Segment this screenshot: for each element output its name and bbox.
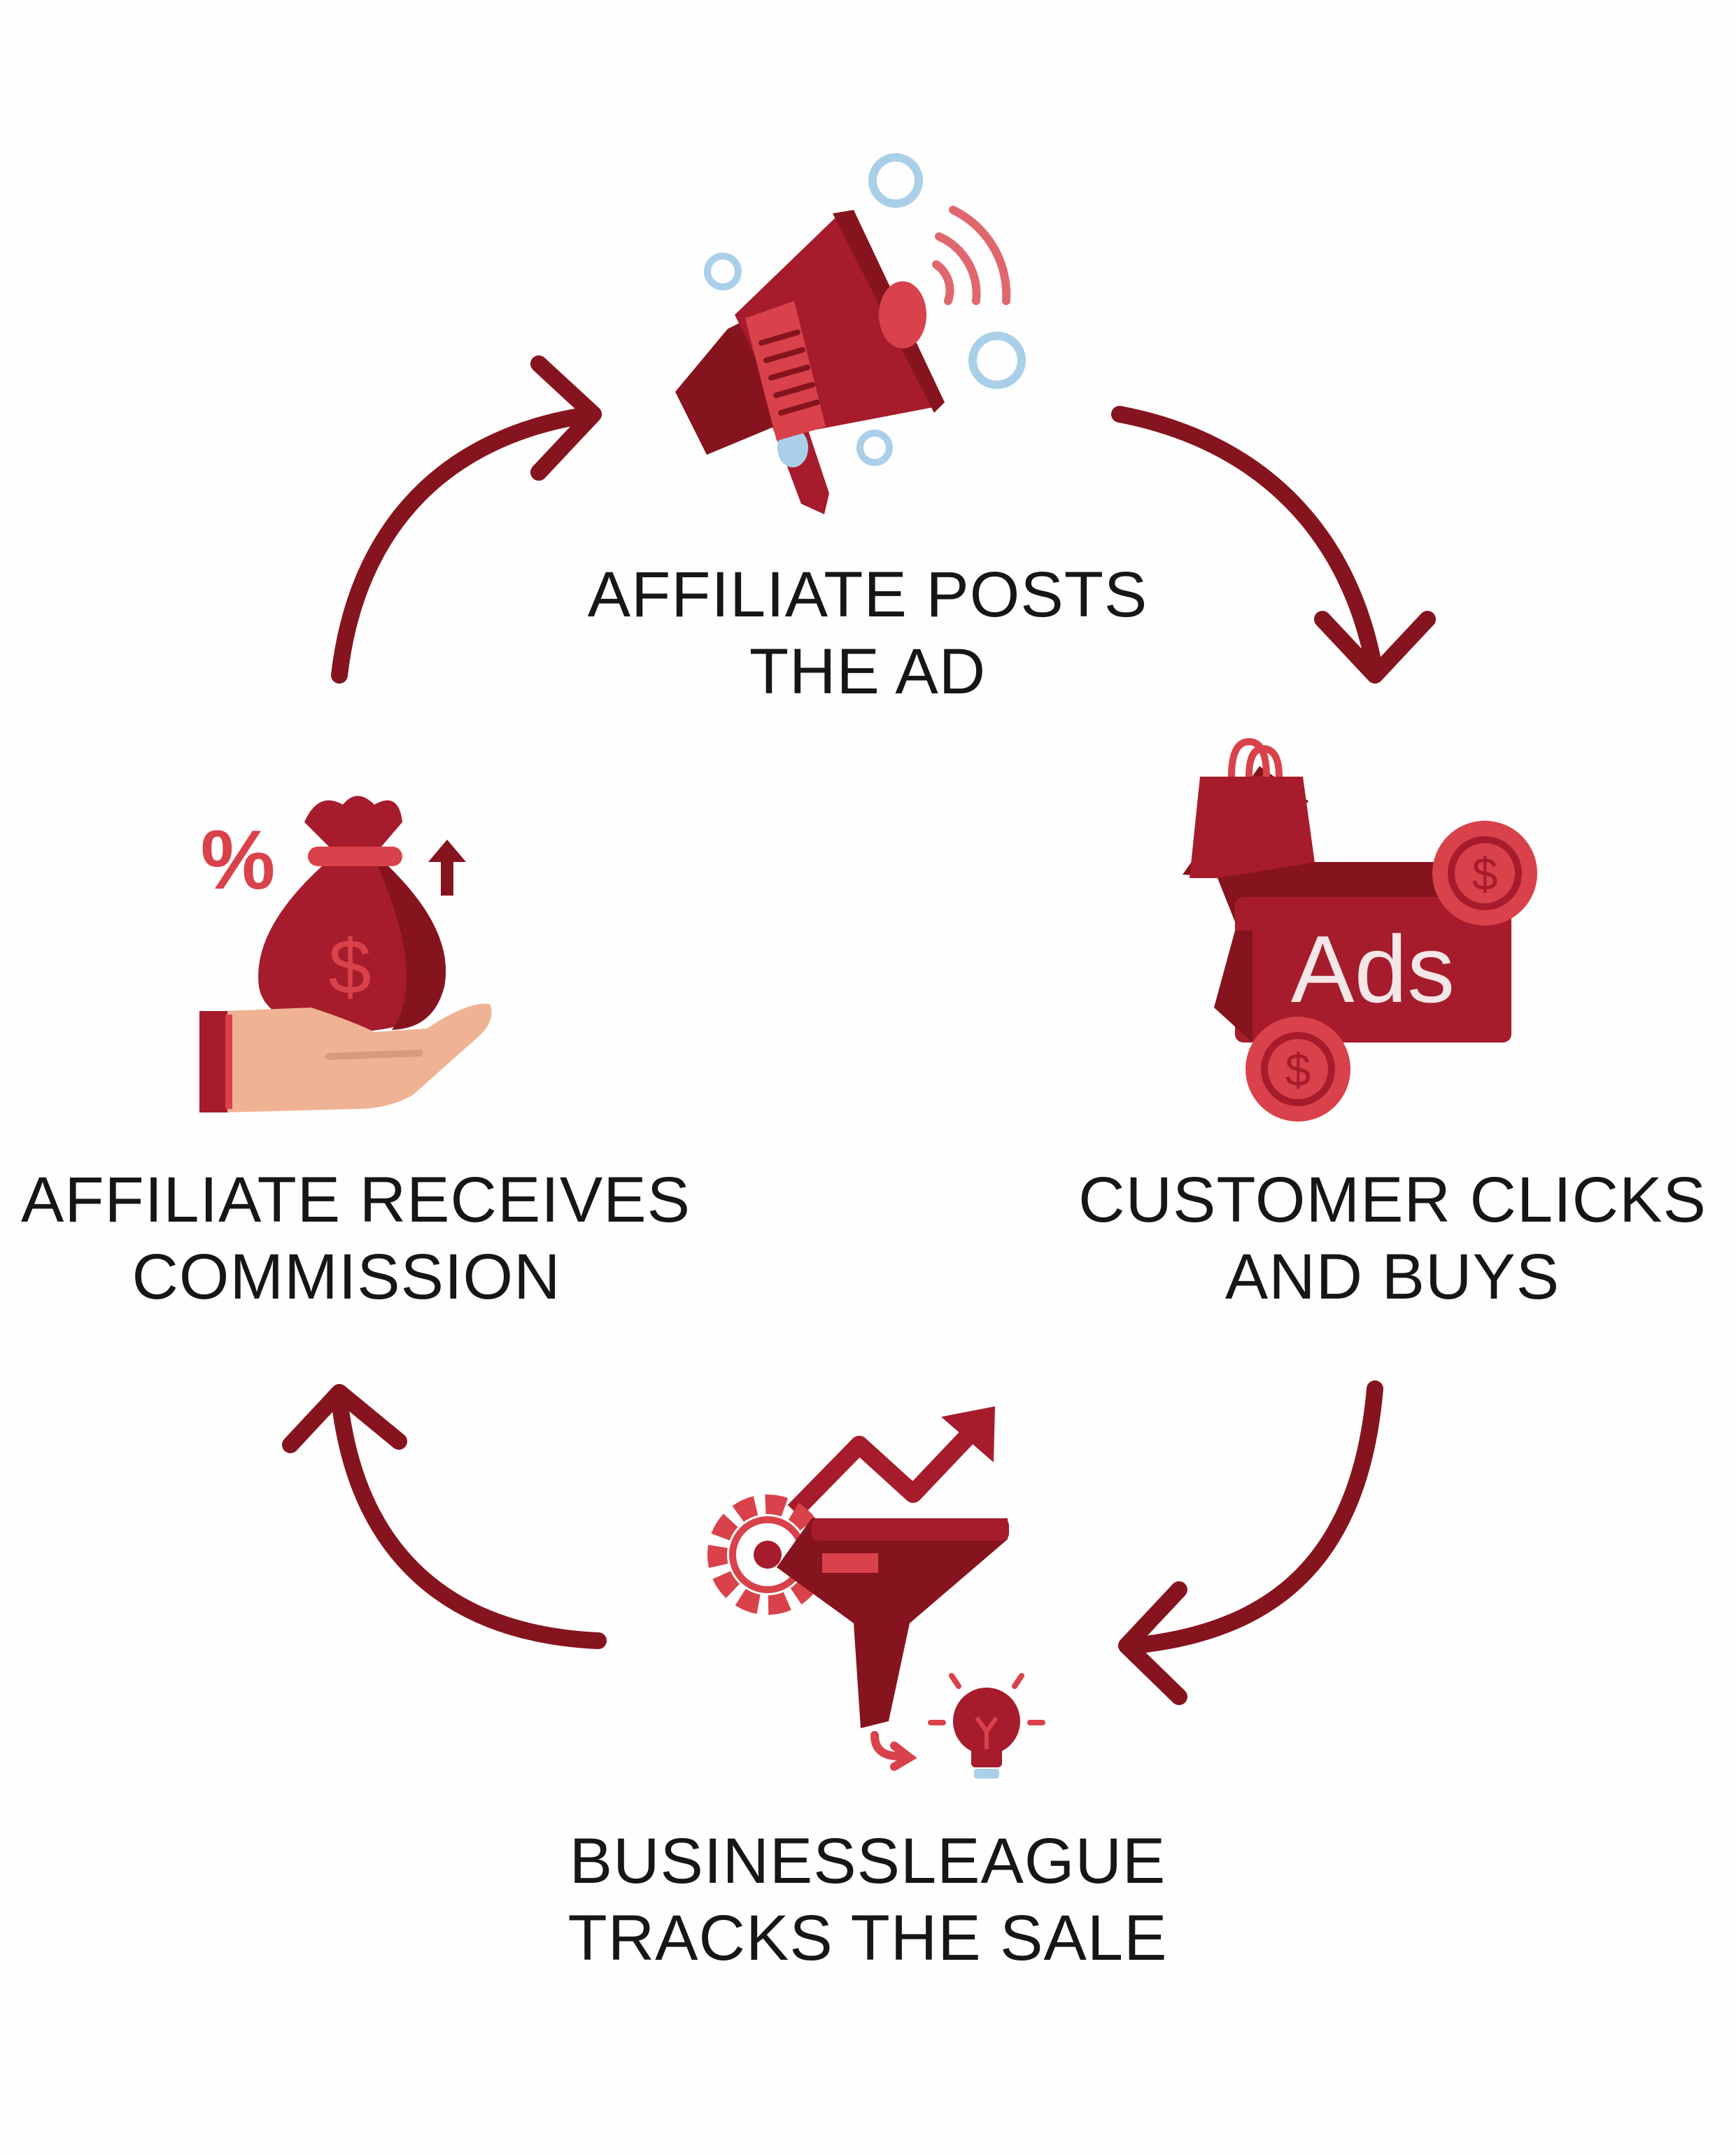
step-label-tracks-sale: BUSINESSLEAGUE TRACKS THE SALE — [567, 1823, 1169, 1977]
step-label-line: AFFILIATE POSTS — [587, 559, 1148, 630]
trend-arrow-icon — [787, 1406, 995, 1518]
arrow-track-to-commission — [282, 1384, 607, 1649]
bubble-icon — [856, 430, 893, 466]
coin-icon: $ — [1432, 821, 1537, 926]
bubble-icon — [968, 332, 1026, 389]
percent-icon: % — [201, 813, 276, 907]
lightbulb-icon — [928, 1673, 1045, 1779]
sound-waves-icon — [932, 206, 1011, 305]
svg-text:$: $ — [1472, 848, 1498, 900]
step-label-affiliate-posts: AFFILIATE POSTS THE AD — [581, 556, 1155, 710]
step-label-line: COMMISSION — [132, 1241, 561, 1313]
svg-text:$: $ — [328, 924, 371, 1010]
coin-icon: $ — [1245, 1017, 1350, 1122]
step-label-line: CUSTOMER CLICKS — [1078, 1164, 1707, 1236]
sales-funnel-icon — [707, 1406, 1045, 1779]
arrow-post-to-buy — [1111, 406, 1436, 684]
step-label-line: THE AD — [749, 636, 987, 707]
money-bag-hand-icon: % $ — [199, 796, 492, 1112]
step-label-line: BUSINESSLEAGUE — [569, 1825, 1166, 1897]
step-label-line: AFFILIATE RECEIVES — [21, 1164, 691, 1236]
svg-text:$: $ — [1285, 1044, 1311, 1096]
step-label-receives-commission: AFFILIATE RECEIVES COMMISSION — [21, 1161, 691, 1315]
ads-label: Ads — [1291, 916, 1455, 1022]
arrow-buy-to-track — [1118, 1380, 1383, 1705]
cycle-arrows — [282, 355, 1436, 1705]
step-label-customer-buys: CUSTOMER CLICKS AND BUYS — [1071, 1161, 1714, 1315]
step-label-line: AND BUYS — [1225, 1241, 1560, 1313]
shopping-ads-icon: Ads $ $ — [1183, 737, 1537, 1122]
bubble-icon — [868, 153, 923, 208]
up-arrow-icon — [428, 840, 466, 896]
bubble-icon — [704, 253, 742, 290]
arrow-commission-to-post — [331, 355, 602, 684]
step-label-line: TRACKS THE SALE — [567, 1902, 1168, 1974]
megaphone-icon — [675, 153, 1026, 514]
